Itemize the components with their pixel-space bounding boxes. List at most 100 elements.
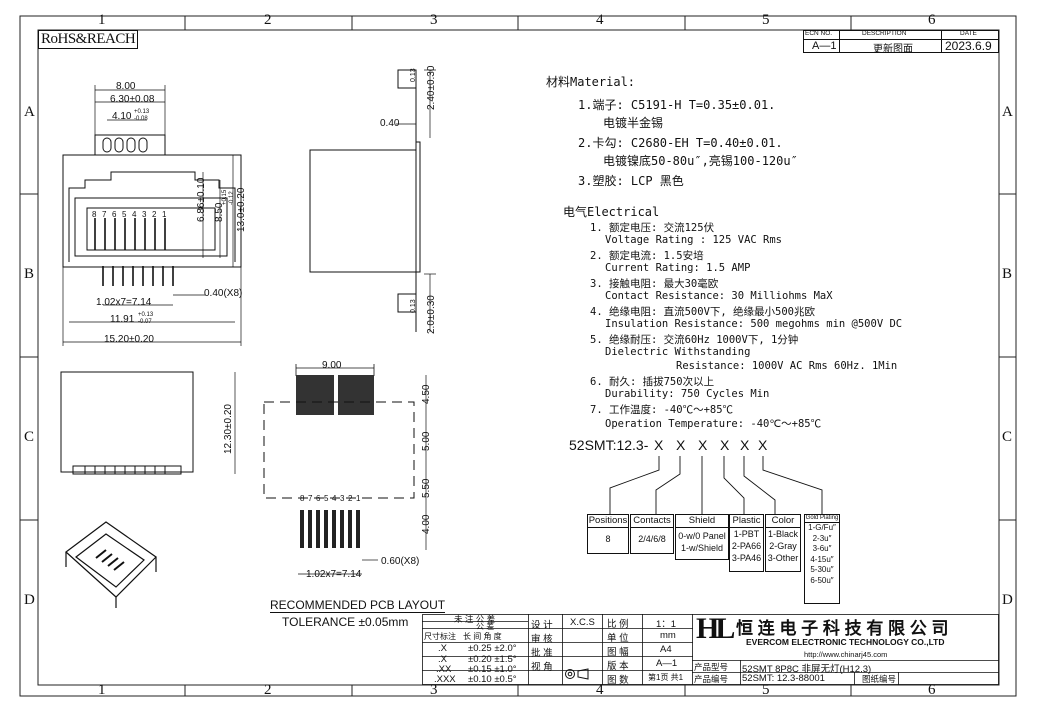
gold-option-2: 2-3u″ — [812, 533, 832, 543]
tb-prop-unit-val: mm — [660, 630, 676, 641]
front-dim-410-tol-upper: +0.13 — [134, 109, 150, 115]
pcb-pin-7: 7 — [308, 494, 313, 503]
tb-tol-row-1-key: .X — [438, 643, 447, 654]
front-pin-2: 2 — [152, 210, 157, 219]
front-pin-4: 4 — [132, 210, 137, 219]
pcb-dim-900: 9.00 — [322, 360, 342, 371]
side-flatness-lower: 0.13 — [410, 299, 417, 313]
front-dim-686: 6.86±0.10 — [196, 177, 207, 222]
zone-right-d: D — [1002, 592, 1013, 608]
electrical-line-11: Resistance: 1000V AC Rms 60Hz. 1Min — [676, 360, 898, 372]
front-dim-410: 4.10 — [112, 111, 132, 122]
tb-tol-row-3-val: ±0.15 ±1.0° — [468, 664, 517, 675]
material-title: 材料Material: — [546, 75, 636, 89]
side-dim-240: 2.40±0.30 — [426, 65, 437, 110]
plastic-title: Plastic — [730, 515, 763, 528]
front-dim-850-tol-upper: +0.15 — [222, 189, 228, 205]
electrical-line-9: 5. 绝缘耐压: 交流60Hz 1000V下, 1分钟 — [590, 334, 799, 346]
zone-top-4: 4 — [596, 12, 604, 28]
plastic-option-3: 3-PA46 — [731, 553, 762, 563]
part-code-leaders — [609, 456, 823, 514]
front-dim-850: 8.50 — [214, 202, 225, 222]
zone-top-1: 1 — [98, 12, 106, 28]
tb-prop-scale-val: 1：1 — [656, 619, 677, 630]
zone-bottom-5: 5 — [762, 682, 770, 698]
color-option-3: 3-Other — [767, 553, 799, 563]
pcb-pin-4: 4 — [332, 494, 337, 503]
pcb-dim-060: 0.60(X8) — [381, 556, 420, 567]
material-item-1b: 电镀半金锡 — [603, 116, 664, 130]
electrical-line-5: 3. 接触电阻: 最大30毫欧 — [590, 278, 719, 290]
company-name-cn: 恒 连 电 子 科 技 有 限 公 司 — [736, 619, 949, 638]
zone-right-b: B — [1002, 266, 1013, 282]
rev-desc: 更新图面 — [873, 44, 913, 55]
bottom-dim-1230: 12.30±0.20 — [223, 404, 234, 454]
rev-header-ecn: ECN NO. — [805, 30, 833, 37]
tb-role-design: 设 计 — [531, 620, 553, 631]
zone-top-5: 5 — [762, 12, 770, 28]
material-item-2b: 电镀镍底50-80u″,亮锡100-120u″ — [603, 154, 798, 168]
rev-header-desc: DESCRIPTION — [862, 30, 907, 37]
part-option-gold-plating: Gold Plating 1-G/Fu″ 2-3u″ 3-6u″ 4-15u″ … — [804, 514, 840, 604]
iso-view-drawing — [65, 521, 157, 608]
pcb-pin-8: 8 — [300, 494, 305, 503]
front-dim-1191-tol-upper: +0.13 — [138, 312, 154, 318]
shield-title: Shield — [676, 515, 728, 528]
tb-role-approve: 批 准 — [531, 648, 553, 659]
side-dim-040: 0.40 — [380, 118, 400, 129]
tb-tol-row-2-key: .X — [438, 654, 447, 665]
tb-drawing-no-label: 图纸编号 — [862, 674, 897, 684]
zone-left-d: D — [24, 592, 35, 608]
color-option-2: 2-Gray — [769, 541, 797, 551]
pcb-layout-drawing — [263, 364, 427, 575]
front-view-drawing — [62, 85, 242, 346]
company-logo: HL — [696, 612, 735, 645]
part-code-slot-5: X — [740, 437, 750, 453]
tb-designer: X.C.S — [570, 617, 595, 628]
front-dim-pitch: 1.02x7=7.14 — [96, 297, 152, 308]
front-pin-6: 6 — [112, 210, 117, 219]
zone-top-6: 6 — [928, 12, 936, 28]
compliance-label: RoHS&REACH — [38, 30, 139, 49]
zone-left-a: A — [24, 104, 35, 120]
electrical-line-6: Contact Resistance: 30 Milliohms MaX — [605, 290, 833, 302]
part-option-color: Color 1-Black 2-Gray 3-Other — [765, 514, 801, 572]
tb-tol-row-1-val: ±0.25 ±2.0° — [468, 643, 517, 654]
pcb-pin-6: 6 — [316, 494, 321, 503]
positions-option-1: 8 — [605, 534, 611, 544]
positions-title: Positions — [588, 515, 628, 528]
tb-prop-sheets-key: 图 数 — [607, 675, 629, 686]
side-dim-200: 2.0±0.30 — [426, 295, 437, 334]
front-dim-410-tol-lower: -0.08 — [134, 116, 148, 122]
part-option-contacts: Contacts 2/4/6/8 — [630, 514, 674, 554]
color-option-1: 1-Black — [767, 529, 798, 539]
front-pin-5: 5 — [122, 210, 127, 219]
part-option-plastic: Plastic 1-PBT 2-PA66 3-PA46 — [729, 514, 764, 572]
gold-option-6: 6-50u″ — [810, 575, 834, 585]
electrical-line-7: 4. 绝缘电阻: 直流500V下, 绝缘最小500兆欧 — [590, 306, 816, 318]
pcb-pin-3: 3 — [340, 494, 345, 503]
part-code-slot-1: X — [654, 437, 664, 453]
rev-ecn: A—1 — [812, 40, 837, 52]
plastic-option-1: 1-PBT — [733, 529, 760, 539]
zone-left-b: B — [24, 266, 35, 282]
shield-option-1: 0-w/0 Panel — [678, 531, 726, 541]
tb-product-name: 52SMT 8P8C 非屏无灯(H12.3) — [742, 664, 872, 675]
front-pin-1: 1 — [162, 210, 167, 219]
gold-option-5: 5-30u″ — [810, 565, 834, 574]
pcb-pin-1: 1 — [356, 494, 361, 503]
tb-prop-unit-key: 单 位 — [607, 633, 629, 644]
electrical-line-1: 1. 额定电压: 交流125伏 — [590, 222, 715, 234]
front-dim-850-tol-lower: -0.12 — [229, 191, 235, 205]
electrical-line-15: Operation Temperature: -40℃〜+85℃ — [605, 418, 822, 430]
projection-symbol-icon — [565, 668, 589, 680]
rev-date: 2023.6.9 — [945, 39, 992, 53]
electrical-line-12: 6. 耐久: 插拔750次以上 — [590, 376, 715, 388]
shield-option-2: 1-w/Shield — [680, 543, 724, 553]
part-option-shield: Shield 0-w/0 Panel 1-w/Shield — [675, 514, 729, 560]
tb-product-code: 52SMT: 12.3-88001 — [742, 673, 825, 684]
tb-tol-row-4-key: .XXX — [434, 674, 456, 685]
tb-product-code-label: 产品编号 — [694, 674, 729, 684]
title-block-grid — [422, 614, 999, 685]
part-option-positions: Positions 8 — [587, 514, 629, 554]
